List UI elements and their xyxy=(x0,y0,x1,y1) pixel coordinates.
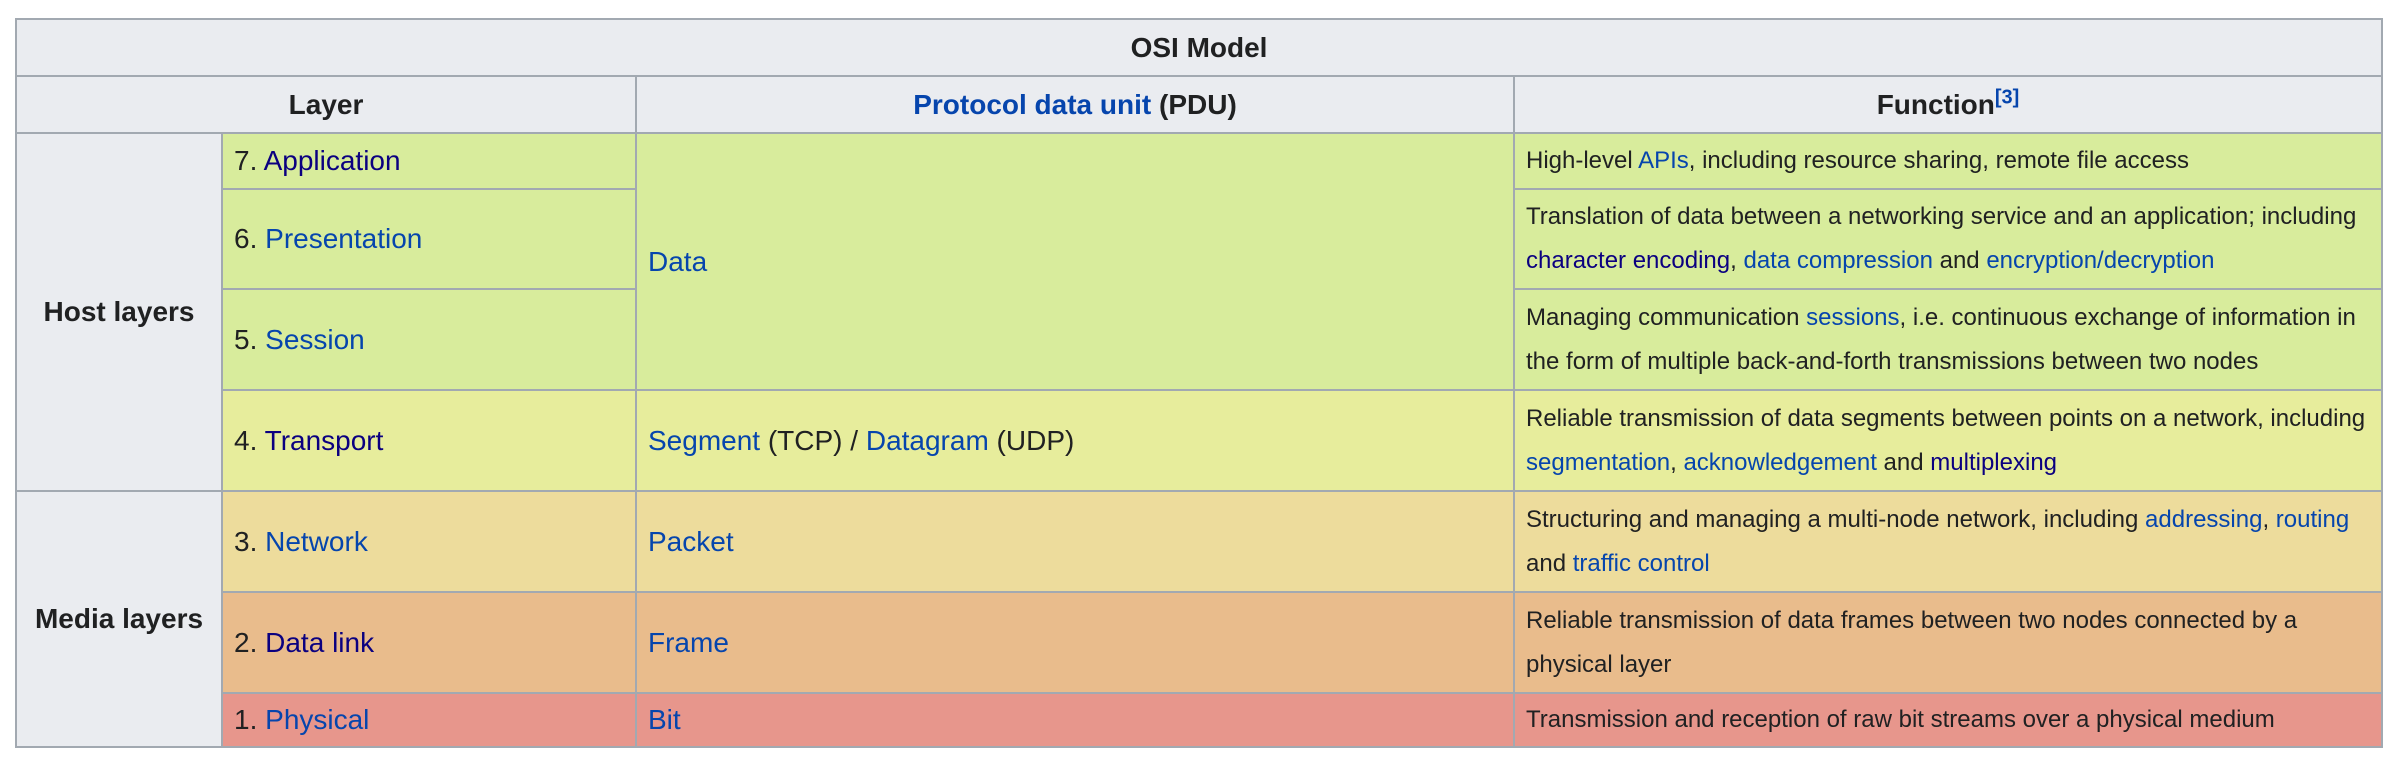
layer-cell-presentation: 6. Presentation xyxy=(221,188,637,290)
layer-number: 5. xyxy=(234,323,266,355)
function-text: , including resource sharing, remote fil… xyxy=(1688,147,2189,174)
layer-number: 2. xyxy=(234,626,266,658)
table-row-session: 5. Session Managing communication sessio… xyxy=(16,288,2384,391)
layer-link-data-link[interactable]: Data link xyxy=(265,626,375,658)
function-cell-application: High-level APIs, including resource shar… xyxy=(1512,132,2384,190)
layer-cell-physical: 1. Physical xyxy=(221,692,637,748)
layer-number: 6. xyxy=(234,223,266,254)
table-caption: OSI Model xyxy=(14,18,2384,77)
layer-link-application[interactable]: Application xyxy=(263,145,401,176)
function-text: Transmission and reception of raw bit st… xyxy=(1526,706,2275,733)
layer-number: 7. xyxy=(234,145,264,176)
function-text: Reliable transmission of data segments b… xyxy=(1526,404,2366,432)
function-text: and xyxy=(1932,247,1987,274)
layer-cell-data-link: 2. Data link xyxy=(221,591,637,694)
function-cell-presentation: Translation of data between a networking… xyxy=(1512,188,2384,290)
layer-link-presentation[interactable]: Presentation xyxy=(265,223,423,254)
pdu-suffix: (PDU) xyxy=(1151,88,1237,120)
layer-link-network[interactable]: Network xyxy=(265,525,368,557)
function-cell-transport: Reliable transmission of data segments b… xyxy=(1512,389,2384,492)
function-text: High-level xyxy=(1526,147,1639,174)
link-encryption[interactable]: encryption/decryption xyxy=(1986,247,2215,274)
table-row-presentation: 6. Presentation Translation of data betw… xyxy=(16,188,2384,290)
pdu-link-packet[interactable]: Packet xyxy=(648,525,734,557)
link-character-encoding[interactable]: character encoding xyxy=(1526,247,1731,274)
pdu-link-datagram[interactable]: Datagram xyxy=(865,424,989,456)
link-segmentation[interactable]: segmentation xyxy=(1526,448,1671,476)
function-text: Translation of data between a networking… xyxy=(1526,203,2357,230)
pdu-text: (UDP) xyxy=(988,424,1075,456)
host-layers-label: Host layers xyxy=(43,296,195,327)
table-row-physical: 1. Physical Bit Transmission and recepti… xyxy=(16,692,2384,748)
pdu-cell-frame: Frame xyxy=(635,591,1515,694)
pdu-link-data[interactable]: Data xyxy=(648,245,708,277)
pdu-text: (TCP) / xyxy=(760,424,866,456)
function-cell-physical: Transmission and reception of raw bit st… xyxy=(1512,692,2384,748)
link-sessions[interactable]: sessions xyxy=(1806,303,1900,331)
table-row-data-link: 2. Data link Frame Reliable transmission… xyxy=(16,591,2384,694)
pdu-link[interactable]: Protocol data unit xyxy=(913,88,1152,120)
function-text: , i.e. continuous exchange of informatio… xyxy=(1526,303,2356,375)
pdu-link-frame[interactable]: Frame xyxy=(648,626,729,658)
function-cell-session: Managing communication sessions, i.e. co… xyxy=(1512,288,2384,391)
layer-number: 3. xyxy=(234,525,266,557)
osi-model-table-wrapper: OSI Model Layer Protocol data unit (PDU)… xyxy=(14,18,2384,748)
pdu-link-segment[interactable]: Segment xyxy=(648,424,761,456)
layer-cell-application: 7. Application xyxy=(221,132,637,190)
layer-cell-transport: 4. Transport xyxy=(221,389,637,492)
table-row-application: Host layers 7. Application Data High-lev… xyxy=(15,132,2384,492)
function-text: Structuring and managing a multi-node ne… xyxy=(1526,505,2146,533)
layer-cell-session: 5. Session xyxy=(221,288,637,391)
function-text: and xyxy=(1526,549,1573,577)
header-layer: Layer xyxy=(15,75,637,134)
osi-model-table: OSI Model Layer Protocol data unit (PDU)… xyxy=(14,18,2384,748)
pdu-cell-packet: Packet xyxy=(635,490,1515,593)
layer-link-transport[interactable]: Transport xyxy=(264,424,384,456)
function-text: Managing communication xyxy=(1526,303,1807,331)
media-layers-label: Media layers xyxy=(34,603,204,634)
layer-link-physical[interactable]: Physical xyxy=(265,704,370,735)
link-apis[interactable]: APIs xyxy=(1638,147,1689,174)
header-row: Layer Protocol data unit (PDU) Function[… xyxy=(15,75,2384,134)
function-cell-data-link: Reliable transmission of data frames bet… xyxy=(1512,591,2384,694)
group-host-layers: Host layers xyxy=(15,132,223,492)
link-addressing[interactable]: addressing xyxy=(2145,505,2263,533)
link-acknowledgement[interactable]: acknowledgement xyxy=(1683,448,1877,476)
reference-link[interactable]: [3] xyxy=(1994,86,2020,109)
pdu-cell-segment: Segment (TCP) / Datagram (UDP) xyxy=(635,389,1515,492)
link-multiplexing[interactable]: multiplexing xyxy=(1930,448,2058,476)
function-text: Reliable transmission of data frames bet… xyxy=(1526,606,2298,678)
link-routing[interactable]: routing xyxy=(2275,505,2350,533)
function-cell-network: Structuring and managing a multi-node ne… xyxy=(1512,490,2384,593)
caption-row: OSI Model xyxy=(14,18,2384,77)
pdu-cell-bit: Bit xyxy=(635,692,1515,748)
table-row-transport: 4. Transport Segment (TCP) / Datagram (U… xyxy=(16,389,2384,492)
layer-cell-network: 3. Network xyxy=(221,490,637,593)
function-text: , xyxy=(1670,448,1684,476)
table-row-network: Media layers 3. Network Packet Structuri… xyxy=(15,490,2384,748)
group-media-layers: Media layers xyxy=(15,490,223,748)
pdu-link-bit[interactable]: Bit xyxy=(648,704,681,735)
function-label: Function xyxy=(1876,88,1995,120)
header-pdu: Protocol data unit (PDU) xyxy=(635,75,1515,134)
layer-number: 4. xyxy=(234,424,265,456)
function-text: , xyxy=(1730,247,1744,274)
link-data-compression[interactable]: data compression xyxy=(1743,247,1933,274)
function-text: , xyxy=(2262,505,2276,533)
layer-number: 1. xyxy=(234,704,266,735)
link-traffic-control[interactable]: traffic control xyxy=(1572,549,1710,577)
header-function: Function[3] xyxy=(1512,75,2384,134)
pdu-cell-data: Data xyxy=(635,132,1515,391)
function-text: and xyxy=(1876,448,1931,476)
layer-link-session[interactable]: Session xyxy=(265,323,365,355)
